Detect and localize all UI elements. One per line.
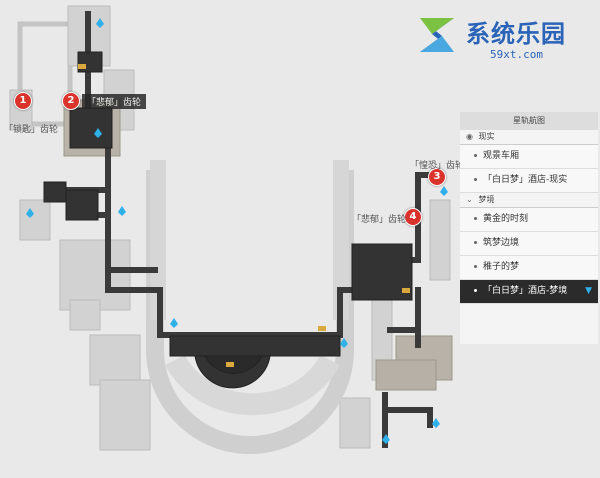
nav-item-label: 稚子的梦 xyxy=(483,262,520,272)
map-label-4: 「悲郁」齿轮 xyxy=(352,215,407,225)
nav-item-label: 黄金的时刻 xyxy=(483,214,529,224)
nav-item-label: 「白日梦」酒店-现实 xyxy=(483,175,568,185)
nav-item-observation-car[interactable]: 观景车厢 xyxy=(460,145,598,169)
star-rail-nav-panel: 星轨航图 ◉ 现实 观景车厢 「白日梦」酒店-现实 ⌄ 梦境 黄金的时刻 筑梦边… xyxy=(460,112,598,344)
map-label-2: 「悲郁」齿轮 xyxy=(82,94,147,109)
map-marker-4[interactable]: 4 xyxy=(404,208,422,226)
nav-item-dream-edge[interactable]: 筑梦边境 xyxy=(460,232,598,256)
map-label-3: 「惶恐」齿轮 xyxy=(410,161,465,171)
nav-item-childs-dream[interactable]: 稚子的梦 xyxy=(460,256,598,280)
chevron-down-icon: ⌄ xyxy=(466,195,473,204)
nav-item-label: 观景车厢 xyxy=(483,151,520,161)
nav-item-hotel-reality[interactable]: 「白日梦」酒店-现实 xyxy=(460,169,598,193)
nav-item-label: 筑梦边境 xyxy=(483,238,520,248)
section-reality-label: 现实 xyxy=(478,132,495,141)
panel-title: 星轨航图 xyxy=(460,112,598,130)
bullet-icon xyxy=(474,289,477,292)
nav-item-hotel-dream[interactable]: 「白日梦」酒店-梦境 ▼ xyxy=(460,280,598,304)
chest-icon xyxy=(78,64,410,367)
bullet-icon xyxy=(474,265,477,268)
site-watermark: 系统乐园 59xt.com xyxy=(410,8,596,68)
bullet-icon xyxy=(474,154,477,157)
map-marker-2[interactable]: 2 xyxy=(62,92,80,110)
bullet-icon xyxy=(474,241,477,244)
map-marker-1[interactable]: 1 xyxy=(14,92,32,110)
nav-item-label: 「白日梦」酒店-梦境 xyxy=(483,286,568,296)
section-reality[interactable]: ◉ 现实 xyxy=(460,130,598,145)
section-dream-label: 梦境 xyxy=(478,195,495,204)
site-name: 系统乐园 xyxy=(466,20,566,48)
teleport-icon xyxy=(26,18,448,444)
map-marker-3[interactable]: 3 xyxy=(428,168,446,186)
eye-icon: ◉ xyxy=(466,132,473,141)
site-url: 59xt.com xyxy=(490,48,543,61)
section-dream[interactable]: ⌄ 梦境 xyxy=(460,193,598,208)
bullet-icon xyxy=(474,178,477,181)
location-selected-icon: ▼ xyxy=(585,286,592,296)
map-label-1: 「锁匙」齿轮 xyxy=(4,125,59,135)
site-logo-icon xyxy=(420,18,454,52)
nav-item-golden-hour[interactable]: 黄金的时刻 xyxy=(460,208,598,232)
bullet-icon xyxy=(474,217,477,220)
